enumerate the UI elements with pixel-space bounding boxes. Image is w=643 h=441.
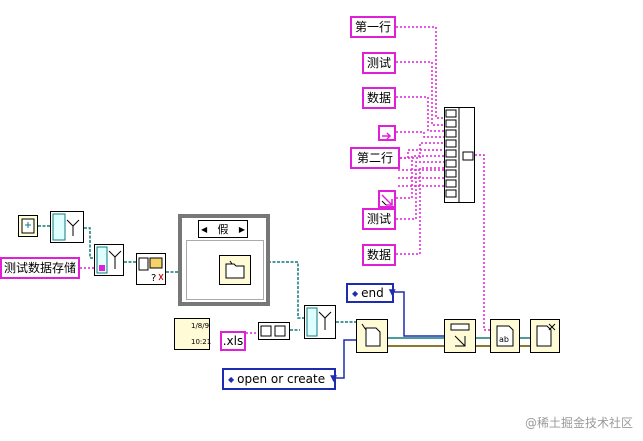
string-constant-row2[interactable]: 第二行 <box>350 147 400 169</box>
string-constant-data-b[interactable]: 数据 <box>362 244 396 266</box>
wire-eol <box>396 149 446 159</box>
wire-row1 <box>396 26 446 119</box>
string-constant-extension[interactable]: .xls <box>220 331 246 351</box>
wire-row2 <box>400 142 446 159</box>
string-constant-row1[interactable]: 第一行 <box>350 16 396 38</box>
wire-test-b <box>396 161 446 220</box>
format-time-icon[interactable]: 1/8/9 10:21 <box>174 318 212 350</box>
case-prev-icon[interactable]: ◀ <box>201 224 208 234</box>
enum-end-label: end <box>361 286 384 300</box>
case-selector[interactable]: ◀ 假 ▶ <box>198 220 248 238</box>
string-constant-test-b[interactable]: 测试 <box>362 208 396 230</box>
build-path-2-icon[interactable] <box>304 305 336 339</box>
close-file-icon[interactable] <box>530 319 560 353</box>
svg-text:ab: ab <box>499 335 509 344</box>
timestamp-date: 1/8/9 <box>191 322 210 330</box>
wire-data-a <box>396 96 446 132</box>
wire-data-b <box>396 167 446 255</box>
string-constant-test-a[interactable]: 测试 <box>362 52 396 74</box>
folder-icon[interactable] <box>219 255 251 285</box>
wire-tab-b <box>396 155 446 199</box>
concatenate-extension-icon[interactable] <box>258 322 290 340</box>
case-next-icon[interactable]: ▶ <box>238 224 245 234</box>
build-path-icon[interactable] <box>94 244 124 276</box>
chevron-down-icon[interactable]: ▼ <box>388 288 396 298</box>
open-file-icon[interactable] <box>356 319 388 353</box>
case-selector-label: 假 <box>217 223 229 236</box>
enum-increment-icon[interactable]: ◆ <box>228 374 235 384</box>
enum-end[interactable]: ◆ end ▼ <box>346 283 396 303</box>
svg-text:?: ? <box>151 273 156 284</box>
chevron-down-icon[interactable]: ▼ <box>330 374 338 384</box>
set-file-position-icon[interactable] <box>444 319 476 353</box>
watermark: @稀土掘金技术社区 <box>524 416 633 430</box>
string-constant-data-a[interactable]: 数据 <box>362 87 396 109</box>
current-vi-path-icon[interactable] <box>18 215 38 237</box>
enum-open-or-create-label: open or create <box>237 372 326 386</box>
wire-test-a <box>396 61 446 126</box>
wire-tab-a <box>396 131 446 138</box>
write-text-file-icon[interactable]: ab <box>490 319 520 353</box>
timestamp-time: 10:21 <box>191 338 212 346</box>
enum-increment-icon[interactable]: ◆ <box>352 288 359 298</box>
tab-constant-icon[interactable] <box>378 125 396 141</box>
wire-concat-out <box>475 154 490 331</box>
strip-path-icon[interactable] <box>50 211 84 243</box>
concatenate-strings-icon[interactable] <box>444 107 475 203</box>
string-constant-test-data-storage[interactable]: 测试数据存储 <box>0 257 80 279</box>
file-dialog-icon[interactable]: ? <box>136 253 166 285</box>
end-of-line-constant-icon[interactable] <box>378 190 396 208</box>
case-inner-frame <box>186 240 264 300</box>
enum-open-or-create[interactable]: ◆ open or create ▼ <box>222 368 338 390</box>
